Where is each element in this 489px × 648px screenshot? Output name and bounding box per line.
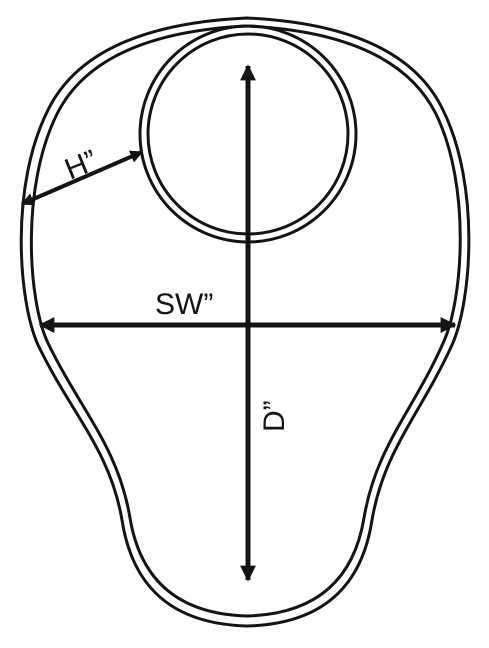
measurements xyxy=(20,64,457,582)
seat-width-label: SW” xyxy=(155,288,213,321)
depth-label: D” xyxy=(258,400,291,432)
head-depth-arrow xyxy=(20,150,144,206)
